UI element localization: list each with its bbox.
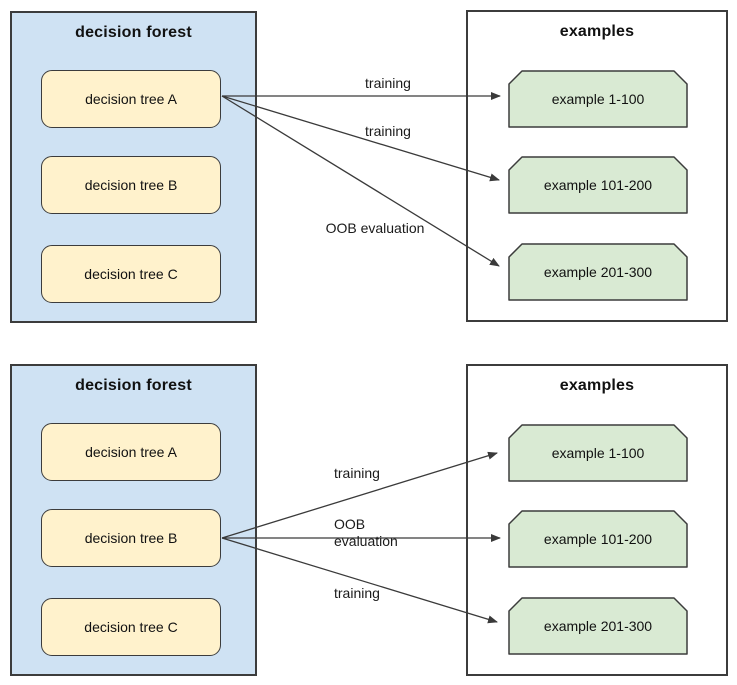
examples-title: examples [559, 377, 635, 394]
forest-title: decision forest [75, 377, 192, 394]
example-node-label: example 201-300 [543, 264, 653, 280]
beveled-card-shape [508, 510, 688, 568]
arrow-treeA-to-ex3 [221, 95, 500, 267]
example-node-label: example 1-100 [551, 445, 645, 461]
example-node-201-300: example 201-300 [508, 243, 688, 301]
example-node-label: example 101-200 [543, 177, 653, 193]
arrow-label-training: training [334, 585, 380, 601]
example-node-1-100: example 1-100 [508, 70, 688, 128]
tree-node-label: decision tree B [84, 177, 178, 193]
tree-node-label: decision tree C [84, 266, 178, 282]
tree-node-a: decision tree A [41, 70, 221, 128]
arrow-label-oob-evaluation: OOB evaluation [334, 516, 398, 549]
tree-node-label: decision tree A [85, 444, 177, 460]
example-node-101-200: example 101-200 [508, 156, 688, 214]
decision-forest-box-1: decision forest decision tree A decision… [10, 11, 257, 323]
example-node-label: example 201-300 [543, 618, 653, 634]
decision-forest-box-2: decision forest decision tree A decision… [10, 364, 257, 676]
example-node-201-300: example 201-300 [508, 597, 688, 655]
arrow-treeB-to-ex3 [221, 537, 498, 624]
tree-node-c: decision tree C [41, 598, 221, 656]
tree-node-label: decision tree C [84, 619, 178, 635]
beveled-card-shape [508, 243, 688, 301]
forest-title: decision forest [75, 24, 192, 41]
arrow-label-training: training [365, 75, 411, 91]
beveled-card-shape [508, 156, 688, 214]
tree-node-a: decision tree A [41, 423, 221, 481]
tree-node-b: decision tree B [41, 509, 221, 567]
arrow-label-oob-evaluation: OOB evaluation [325, 220, 425, 236]
examples-box-2: examples example 1-100 example 101-200 e… [466, 364, 728, 676]
tree-node-b: decision tree B [41, 156, 221, 214]
arrow-label-training: training [365, 123, 411, 139]
example-node-1-100: example 1-100 [508, 424, 688, 482]
beveled-card-shape [508, 70, 688, 128]
example-node-label: example 101-200 [543, 531, 653, 547]
tree-node-c: decision tree C [41, 245, 221, 303]
tree-node-label: decision tree A [85, 91, 177, 107]
beveled-card-shape [508, 424, 688, 482]
examples-title: examples [559, 23, 635, 40]
tree-node-label: decision tree B [84, 530, 178, 546]
arrow-label-training: training [334, 465, 380, 481]
beveled-card-shape [508, 597, 688, 655]
example-node-label: example 1-100 [551, 91, 645, 107]
example-node-101-200: example 101-200 [508, 510, 688, 568]
examples-box-1: examples example 1-100 example 101-200 e… [466, 10, 728, 322]
